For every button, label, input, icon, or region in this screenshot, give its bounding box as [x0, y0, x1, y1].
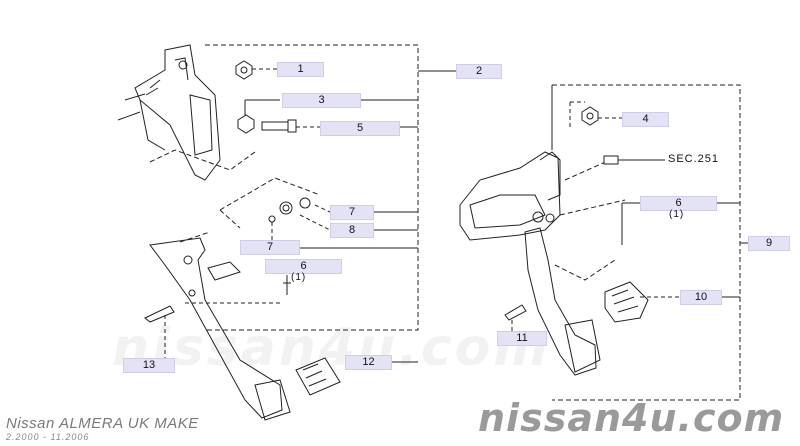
section-reference: SEC.251 — [668, 153, 720, 165]
clutch-pedal — [149, 237, 283, 419]
pedal-pad-right — [604, 281, 649, 323]
group-bracket-2 — [205, 44, 419, 331]
callout-7-lower[interactable]: 7 — [240, 240, 300, 255]
callout-6-left[interactable]: 6 — [265, 259, 342, 274]
qty-6-right: (1) — [669, 209, 685, 220]
group-bracket-9 — [552, 84, 741, 401]
qty-6-left: (1) — [291, 272, 307, 283]
callout-11[interactable]: 11 — [497, 331, 547, 346]
brake-pedal-bracket — [459, 151, 561, 241]
brake-pedal — [524, 227, 597, 376]
callout-1[interactable]: 1 — [277, 62, 324, 77]
callout-9[interactable]: 9 — [748, 236, 790, 251]
callout-7-upper[interactable]: 7 — [330, 205, 374, 220]
brand-logo-text: nissan4u.com — [478, 396, 785, 440]
callout-13[interactable]: 13 — [123, 358, 175, 373]
callout-3[interactable]: 3 — [282, 93, 361, 108]
watermark: nissan4u.com — [112, 318, 551, 378]
callout-8[interactable]: 8 — [330, 223, 374, 238]
clutch-pedal-bracket — [134, 44, 221, 181]
callout-5[interactable]: 5 — [320, 121, 400, 136]
callout-10[interactable]: 10 — [680, 290, 722, 305]
model-date-range: 2.2000 - 11.2006 — [6, 432, 90, 442]
callout-4[interactable]: 4 — [622, 112, 669, 127]
model-title: Nissan ALMERA UK MAKE — [6, 415, 199, 432]
callout-2[interactable]: 2 — [456, 64, 502, 79]
callout-12[interactable]: 12 — [345, 355, 392, 370]
callout-6-right[interactable]: 6 — [640, 196, 717, 211]
pedal-pad-left — [295, 357, 341, 396]
